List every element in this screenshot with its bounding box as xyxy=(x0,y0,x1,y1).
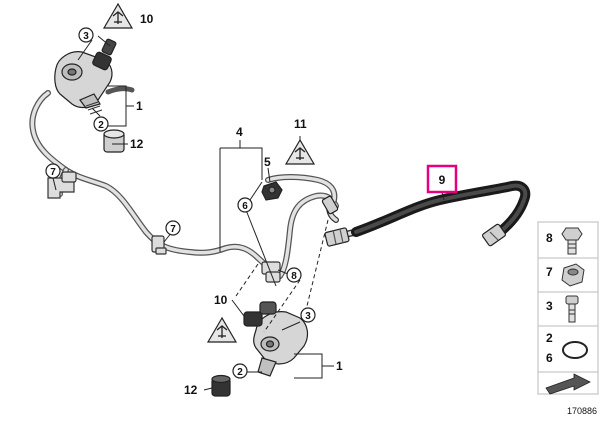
callout-left-clip[interactable]: 7 xyxy=(50,167,56,178)
callout-top-pump[interactable]: 3 xyxy=(83,31,89,42)
bottom-high-pressure-pump xyxy=(243,301,309,377)
o-ring-icon xyxy=(562,341,588,359)
callout-highlight-part[interactable]: 9 xyxy=(439,173,446,187)
callout-bottom-seal[interactable]: 12 xyxy=(184,383,198,397)
callout-top-seal[interactable]: 12 xyxy=(130,137,144,151)
callout-mid-warning[interactable]: 11 xyxy=(294,117,307,131)
legend-num-7: 7 xyxy=(546,265,553,279)
top-pump-seal xyxy=(103,129,125,153)
hex-nut-icon xyxy=(561,263,585,287)
legend-num-6: 6 xyxy=(546,351,553,365)
callout-group-bracket[interactable]: 4 xyxy=(236,125,243,139)
hex-bolt-icon xyxy=(561,227,583,255)
circle-callout[interactable]: 3 xyxy=(78,27,94,43)
callout-top-bracket[interactable]: 1 xyxy=(136,99,143,113)
circle-callout[interactable]: 2 xyxy=(232,363,248,379)
leader-lines xyxy=(52,35,445,391)
top-high-pressure-pump xyxy=(54,38,117,115)
mid-pipe-clip xyxy=(151,235,167,255)
callout-bolt[interactable]: 6 xyxy=(242,201,248,212)
callout-mid-clip[interactable]: 7 xyxy=(170,224,176,235)
diagram-number: 170886 xyxy=(567,406,597,416)
circle-callout[interactable]: 7 xyxy=(45,163,61,179)
socket-bolt-icon xyxy=(565,295,579,323)
fuel-pressure-warning-icon xyxy=(102,2,134,29)
callout-bottom-bracket[interactable]: 1 xyxy=(336,359,343,373)
legend-num-2: 2 xyxy=(546,331,553,345)
circle-callout[interactable]: 3 xyxy=(300,307,316,323)
callout-top-pump-circle[interactable]: 2 xyxy=(98,120,104,131)
callout-top-warning[interactable]: 10 xyxy=(140,12,154,26)
high-pressure-pipe xyxy=(29,86,339,279)
callout-nut[interactable]: 5 xyxy=(264,155,271,169)
circle-callout[interactable]: 2 xyxy=(93,116,109,132)
highlight-callout-9[interactable]: 9 xyxy=(426,164,458,194)
legend-num-8: 8 xyxy=(546,231,553,245)
hose-right-fitting xyxy=(481,223,507,247)
hose-left-fitting xyxy=(324,227,350,247)
circle-callout[interactable]: 6 xyxy=(237,197,253,213)
circle-callout[interactable]: 8 xyxy=(286,267,302,283)
circle-callout[interactable]: 7 xyxy=(165,220,181,236)
upper-hose-fitting xyxy=(321,195,339,215)
hardware-legend-panel: 8 7 3 2 6 xyxy=(537,221,599,395)
fuel-pressure-warning-icon xyxy=(284,138,316,165)
nut-fitting xyxy=(261,181,283,201)
fuel-pressure-warning-icon xyxy=(206,316,238,343)
callout-bottom-pump-circle[interactable]: 2 xyxy=(237,367,243,378)
callout-clip-bolt[interactable]: 8 xyxy=(291,271,297,282)
bottom-pump-seal xyxy=(211,374,231,397)
callout-bottom-warning[interactable]: 10 xyxy=(214,293,228,307)
legend-num-3: 3 xyxy=(546,299,553,313)
callout-bottom-pump[interactable]: 3 xyxy=(305,311,311,322)
next-page-arrow-icon[interactable] xyxy=(537,371,599,395)
